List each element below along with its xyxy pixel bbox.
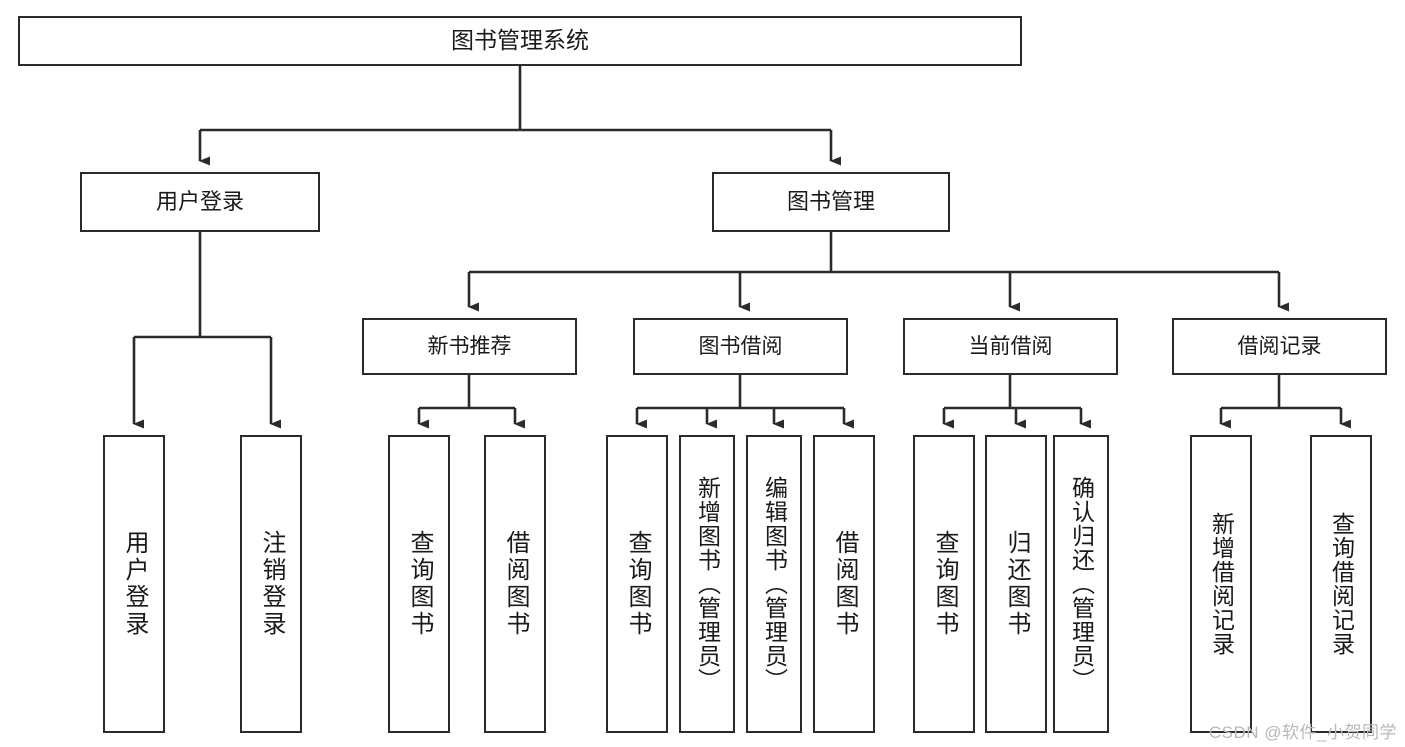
node-book-borrow[interactable]: 图书借阅 xyxy=(633,318,848,375)
leaf-node[interactable]: 编辑图书（管理员） xyxy=(746,435,802,733)
node-new-book-recommend-label: 新书推荐 xyxy=(427,334,512,358)
node-borrow-record[interactable]: 借阅记录 xyxy=(1172,318,1387,375)
leaf-node-label: 查询图书 xyxy=(931,530,958,638)
leaf-node[interactable]: 查询图书 xyxy=(388,435,450,733)
node-user-login-label: 用户登录 xyxy=(155,188,244,214)
node-current-borrow[interactable]: 当前借阅 xyxy=(903,318,1118,375)
node-root-system[interactable]: 图书管理系统 xyxy=(18,16,1022,66)
leaf-node-label: 确认归还（管理员） xyxy=(1068,476,1095,692)
node-borrow-record-label: 借阅记录 xyxy=(1237,334,1322,358)
leaf-node-label: 注销登录 xyxy=(258,530,285,638)
leaf-node[interactable]: 借阅图书 xyxy=(484,435,546,733)
leaf-node-label: 借阅图书 xyxy=(831,530,858,638)
node-new-book-recommend[interactable]: 新书推荐 xyxy=(362,318,577,375)
leaf-node[interactable]: 查询图书 xyxy=(913,435,975,733)
leaf-node-label: 用户登录 xyxy=(121,530,148,638)
leaf-node-label: 借阅图书 xyxy=(502,530,529,638)
leaf-node[interactable]: 查询借阅记录 xyxy=(1310,435,1372,733)
leaf-node[interactable]: 归还图书 xyxy=(985,435,1047,733)
node-root-label: 图书管理系统 xyxy=(451,27,589,54)
leaf-node[interactable]: 注销登录 xyxy=(240,435,302,733)
leaf-node-label: 新增借阅记录 xyxy=(1208,512,1235,656)
leaf-node[interactable]: 确认归还（管理员） xyxy=(1053,435,1109,733)
leaf-node[interactable]: 借阅图书 xyxy=(813,435,875,733)
leaf-node-label: 新增图书（管理员） xyxy=(694,476,721,692)
leaf-node[interactable]: 用户登录 xyxy=(103,435,165,733)
leaf-node-label: 归还图书 xyxy=(1003,530,1030,638)
leaf-node[interactable]: 新增图书（管理员） xyxy=(679,435,735,733)
node-book-management-label: 图书管理 xyxy=(786,188,875,214)
leaf-node-label: 查询借阅记录 xyxy=(1328,512,1355,656)
leaf-node[interactable]: 新增借阅记录 xyxy=(1190,435,1252,733)
node-current-borrow-label: 当前借阅 xyxy=(968,334,1053,358)
leaf-node-label: 编辑图书（管理员） xyxy=(761,476,788,692)
node-user-login[interactable]: 用户登录 xyxy=(80,172,320,232)
node-book-borrow-label: 图书借阅 xyxy=(698,334,783,358)
leaf-node[interactable]: 查询图书 xyxy=(606,435,668,733)
node-book-management[interactable]: 图书管理 xyxy=(712,172,950,232)
leaf-node-label: 查询图书 xyxy=(406,530,433,638)
leaf-node-label: 查询图书 xyxy=(624,530,651,638)
